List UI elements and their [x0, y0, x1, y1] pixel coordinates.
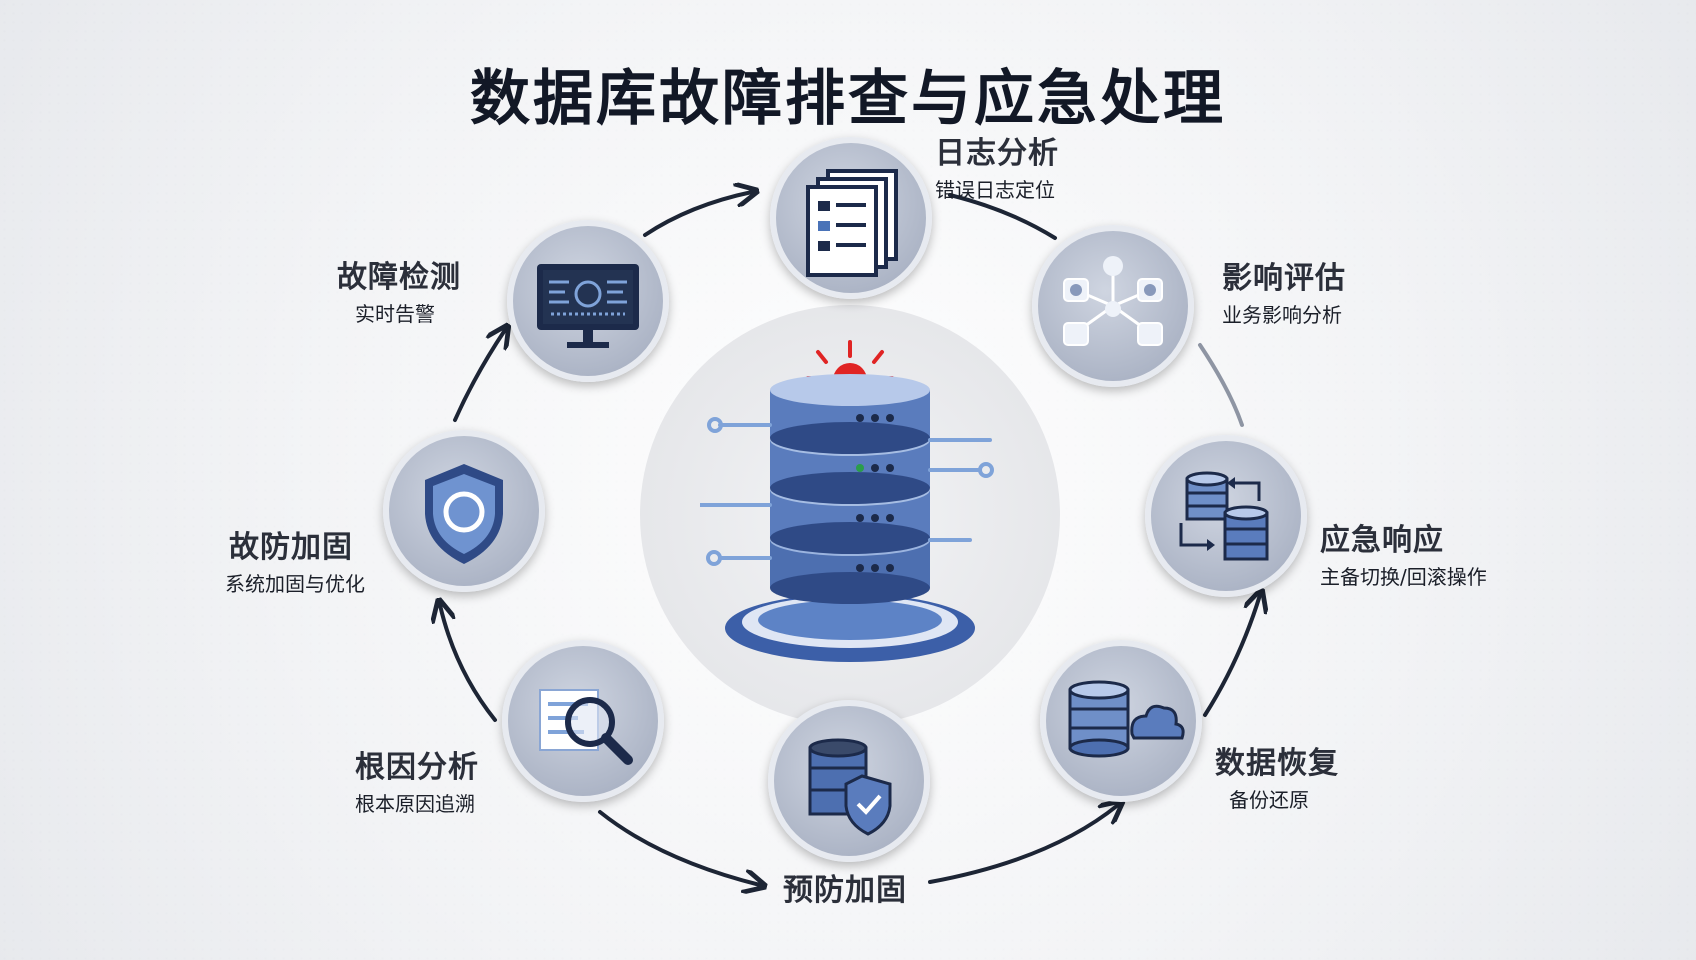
arrow-detect-to-log — [643, 192, 752, 237]
node-title: 根因分析 — [355, 750, 479, 785]
arrow-response-to-recovery — [1203, 595, 1260, 717]
arrow-impact-to-response — [1198, 343, 1244, 427]
node-prevention-hardening[interactable] — [768, 700, 930, 862]
node-title: 影响评估 — [1222, 261, 1346, 296]
arrow-rootcause-to-hardening — [440, 605, 497, 722]
node-title: 故障检测 — [337, 260, 461, 295]
label-impact-assessment: 影响评估 业务影响分析 — [1222, 253, 1346, 328]
label-prevention-hardening: 预防加固 — [783, 865, 907, 909]
monitor-icon — [537, 264, 639, 348]
magnifier-icon — [539, 689, 633, 765]
database-shield-icon — [808, 738, 892, 836]
node-subtitle: 系统加固与优化 — [225, 572, 365, 596]
node-fault-detection[interactable] — [507, 220, 669, 382]
node-data-recovery[interactable] — [1040, 640, 1202, 802]
node-title: 预防加固 — [783, 873, 907, 908]
database-cloud-icon — [1068, 680, 1185, 758]
database-switch-icon — [1179, 471, 1269, 561]
label-system-hardening: 故防加固 系统加固与优化 — [225, 522, 365, 597]
node-log-analysis[interactable] — [770, 137, 932, 299]
arrow-hardening-to-detect — [453, 330, 505, 422]
arrow-log-to-impact — [948, 193, 1057, 240]
node-subtitle: 备份还原 — [1229, 788, 1309, 812]
node-subtitle: 错误日志定位 — [935, 178, 1055, 202]
server-stack-alert-icon — [700, 340, 994, 662]
node-subtitle: 根本原因追溯 — [355, 792, 475, 816]
node-emergency-response[interactable] — [1145, 435, 1307, 597]
node-title: 日志分析 — [935, 136, 1059, 171]
shield-icon — [425, 464, 503, 564]
node-subtitle: 业务影响分析 — [1222, 303, 1342, 327]
arrow-recovery-to-prevent — [928, 805, 1118, 884]
node-title: 应急响应 — [1320, 523, 1444, 558]
page-title: 数据库故障排查与应急处理 — [470, 64, 1226, 134]
arrow-rootcause-to-prevent — [598, 810, 760, 885]
node-root-cause[interactable] — [502, 640, 664, 802]
node-title: 数据恢复 — [1215, 746, 1339, 781]
node-system-hardening[interactable] — [383, 430, 545, 592]
label-data-recovery: 数据恢复 备份还原 — [1215, 738, 1339, 813]
node-subtitle: 主备切换/回滚操作 — [1320, 565, 1487, 589]
network-icon — [1063, 256, 1163, 346]
document-icon — [806, 169, 898, 277]
node-title: 故防加固 — [229, 530, 353, 565]
label-log-analysis: 日志分析 错误日志定位 — [935, 128, 1059, 203]
label-emergency-response: 应急响应 主备切换/回滚操作 — [1320, 515, 1487, 590]
label-fault-detection: 故障检测 实时告警 — [337, 252, 461, 327]
label-root-cause: 根因分析 根本原因追溯 — [355, 742, 479, 817]
node-impact-assessment[interactable] — [1032, 225, 1194, 387]
node-subtitle: 实时告警 — [355, 302, 435, 326]
